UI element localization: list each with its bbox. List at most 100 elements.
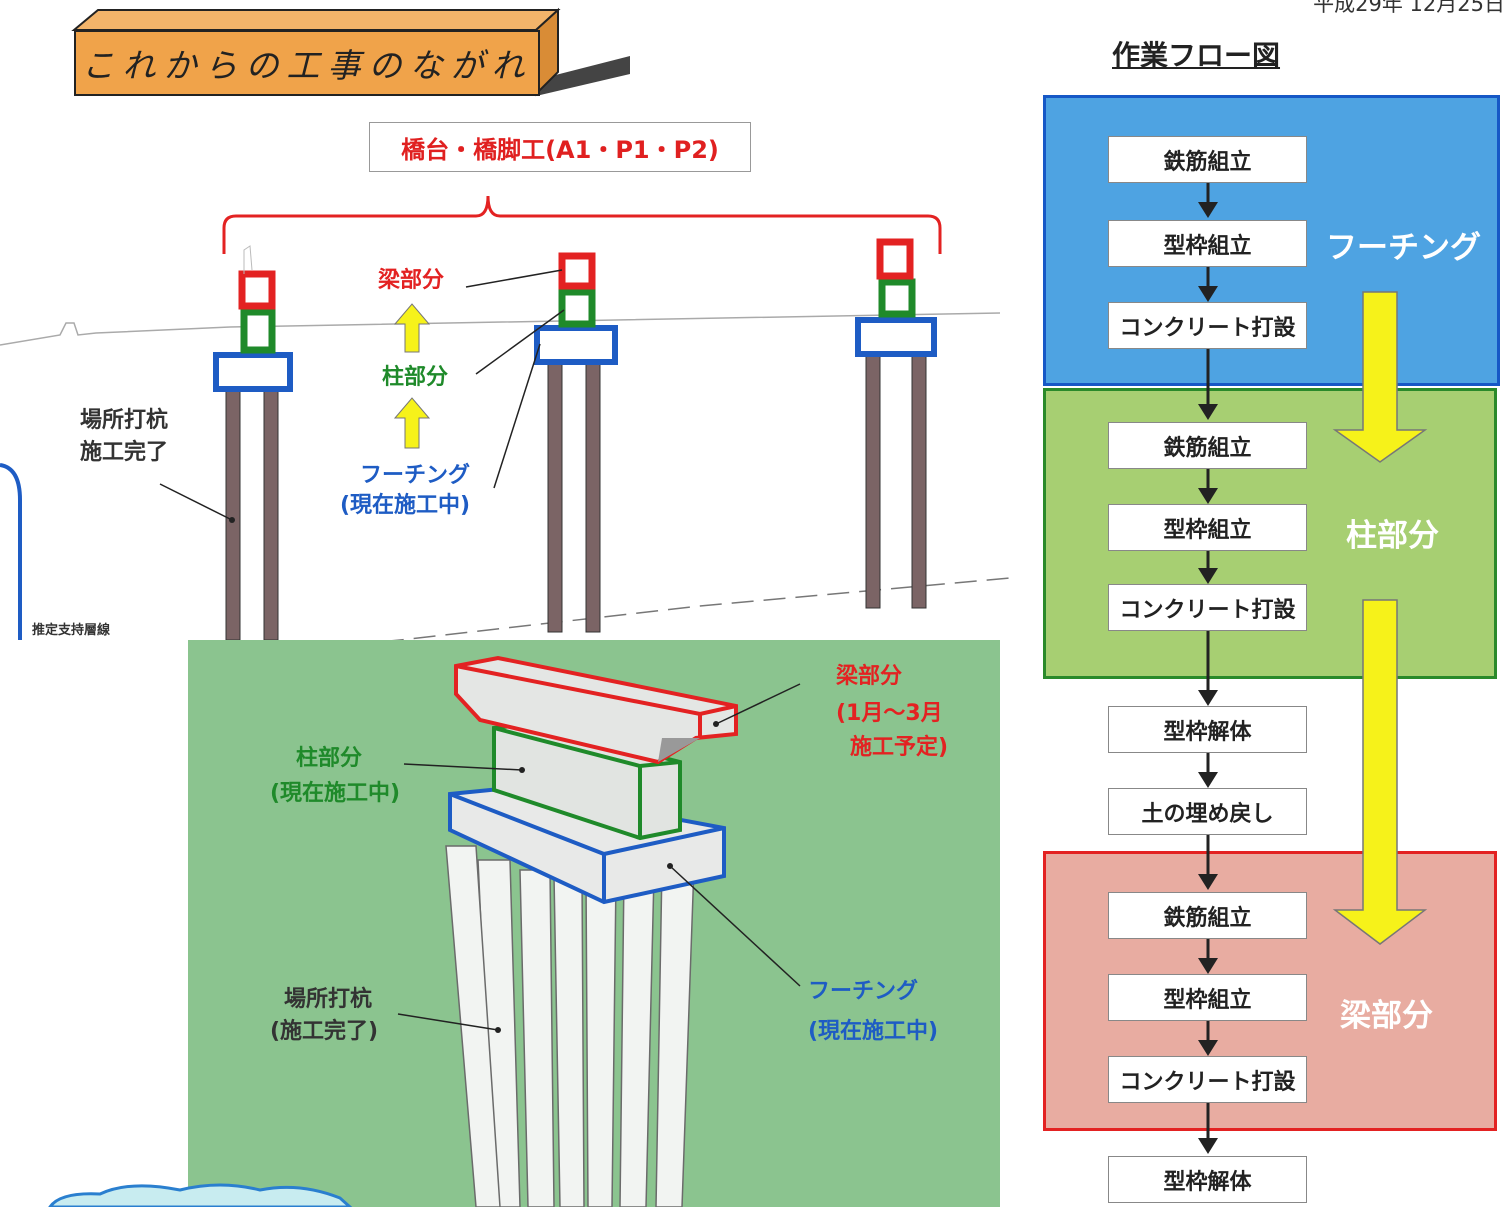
down-arrow-icon [1198,958,1218,974]
leader-dot [229,517,235,523]
flow-step: コンクリート打設 [1108,1056,1307,1103]
down-arrow-icon [1198,1040,1218,1056]
page-title-text: これからの工事のながれ [81,46,533,85]
title-plaque-shadow [536,56,630,96]
flow-step: 型枠組立 [1108,220,1307,267]
page-title: これからの工事のながれ [74,30,540,96]
detail-beam-label: 梁部分 [836,664,903,689]
pile [519,869,555,1207]
flow-step: 型枠解体 [1108,1156,1307,1203]
up-arrow-icon [393,397,431,449]
title-plaque-frame [71,7,630,97]
pile [911,351,927,609]
down-arrow-icon [1198,874,1218,890]
pile-group [445,845,695,1207]
cloud-shape [48,1183,353,1207]
footing-label: フーチング [360,463,471,488]
leader-dot [667,863,673,869]
pile [225,389,241,640]
pile [547,361,563,633]
pile [263,389,279,640]
left-panel-edge [0,463,22,640]
detail-footing-label: フーチング [808,979,919,1004]
pile [553,875,585,1207]
beam-block [238,270,276,310]
detail-beam-schedule-2: 施工予定) [850,735,949,760]
bracket [222,195,942,254]
cloud-decoration [48,1183,353,1207]
section-label-footing: フーチング [1326,230,1481,266]
pile [619,873,655,1207]
pier-p1 [534,252,618,633]
footing-block [534,325,618,365]
big-down-arrow-icon [1332,291,1428,463]
support-layer-label: 推定支持層線 [32,623,111,638]
big-down-arrow-icon [1332,599,1428,945]
down-arrow-icon [1198,690,1218,706]
beam-block [558,252,596,290]
column-block [558,288,596,328]
leader-line [397,1013,499,1031]
flow-step: コンクリート打設 [1108,302,1307,349]
down-arrow-icon [1198,286,1218,302]
section-label-column: 柱部分 [1346,518,1439,554]
flow-step: コンクリート打設 [1108,584,1307,631]
flow-title: 作業フロー図 [1112,39,1281,72]
ground-line [0,312,1001,346]
flow-step: 型枠組立 [1108,504,1307,551]
leader-line [669,865,801,987]
leader-line [465,269,563,288]
section-label-beam: 梁部分 [1340,998,1433,1034]
footing-block [855,317,937,357]
down-arrow-icon [1198,202,1218,218]
column-block [240,308,276,354]
down-arrow-icon [1198,772,1218,788]
flow-step: 鉄筋組立 [1108,422,1307,469]
detail-pile-label: 場所打杭 [284,987,373,1012]
pile [865,351,881,609]
leader-line [475,309,565,375]
beam-label: 梁部分 [378,268,445,293]
pile-label-line2: 施工完了 [80,440,169,465]
pier-p2 [855,238,937,609]
up-arrow-icon [393,303,431,353]
down-arrow-icon [1198,404,1218,420]
leader-dot [495,1027,501,1033]
leader-line [159,483,233,521]
connector-arrowheads [1198,202,1218,1154]
flow-step: 型枠組立 [1108,974,1307,1021]
detail-pile-status: (施工完了) [270,1019,379,1044]
leader-line [493,343,541,489]
pier-overview-diagram [0,195,1010,640]
pier-detail-diagram [397,655,801,1207]
pile [585,877,617,1207]
pile [655,865,695,1207]
leader-line [403,763,523,771]
main-label-box: 橋台・橋脚工(A1・P1・P2) [369,122,751,172]
flow-step: 鉄筋組立 [1108,892,1307,939]
abutment-wall [243,245,253,274]
column-block [878,278,916,318]
pile-label-line1: 場所打杭 [80,408,169,433]
flow-connectors [1198,180,1428,1154]
leader-dot [519,767,525,773]
leader-dot [713,721,719,727]
flow-step: 型枠解体 [1108,706,1307,753]
document-date: 平成29年 12月25日 [1313,0,1505,16]
footing-status: (現在施工中) [340,493,471,518]
pile [585,361,601,633]
pier-a1 [213,245,293,640]
flow-step: 土の埋め戻し [1108,788,1307,835]
detail-column-status: (現在施工中) [270,781,401,806]
detail-beam-schedule-1: (1月～3月 [836,701,943,726]
detail-footing-status: (現在施工中) [808,1019,939,1044]
beam-block [876,238,914,280]
flow-step: 鉄筋組立 [1108,136,1307,183]
column-label: 柱部分 [382,365,449,390]
detail-column-label: 柱部分 [296,746,363,771]
leader-line [715,683,801,725]
beam-underside [658,738,700,762]
down-arrow-icon [1198,568,1218,584]
footing-block [213,352,293,392]
down-arrow-icon [1198,1138,1218,1154]
